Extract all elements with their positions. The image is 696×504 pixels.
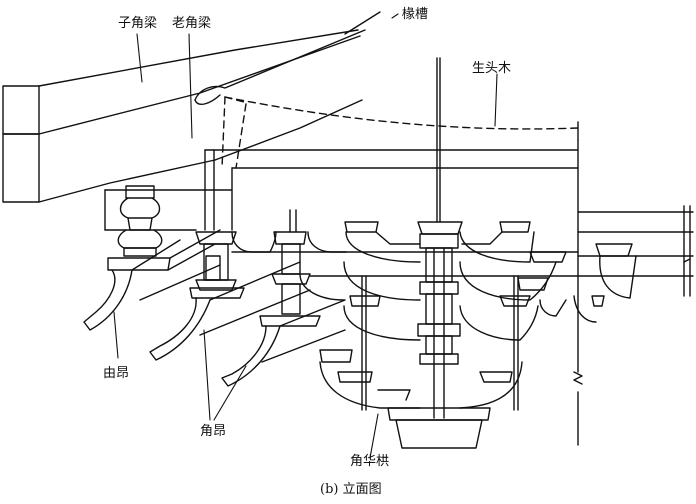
label-jiao-hua-gong: 角华栱 [350, 454, 390, 469]
label-zi-jiao-liang: 子角梁 [118, 16, 158, 31]
turned-post [118, 186, 162, 256]
base-block [388, 408, 490, 448]
main-beams [105, 140, 693, 445]
label-yuan-cao: 椽槽 [402, 7, 429, 22]
corner-beams [3, 12, 380, 202]
you-ang-arm [84, 230, 220, 330]
label-you-ang: 由昂 [103, 366, 130, 381]
label-sheng-tou-mu: 生头木 [472, 61, 512, 76]
leader-lines [114, 14, 497, 458]
bracket-tiers [232, 222, 636, 408]
figure-caption: (b) 立面图 [320, 482, 382, 497]
left-posts [196, 210, 310, 314]
central-column [362, 58, 518, 418]
label-lao-jiao-liang: 老角梁 [172, 16, 212, 31]
sheng-tou-mu-lines [222, 97, 578, 168]
label-jiao-ang: 角昂 [200, 424, 227, 439]
jiao-ang-arms [150, 262, 345, 386]
